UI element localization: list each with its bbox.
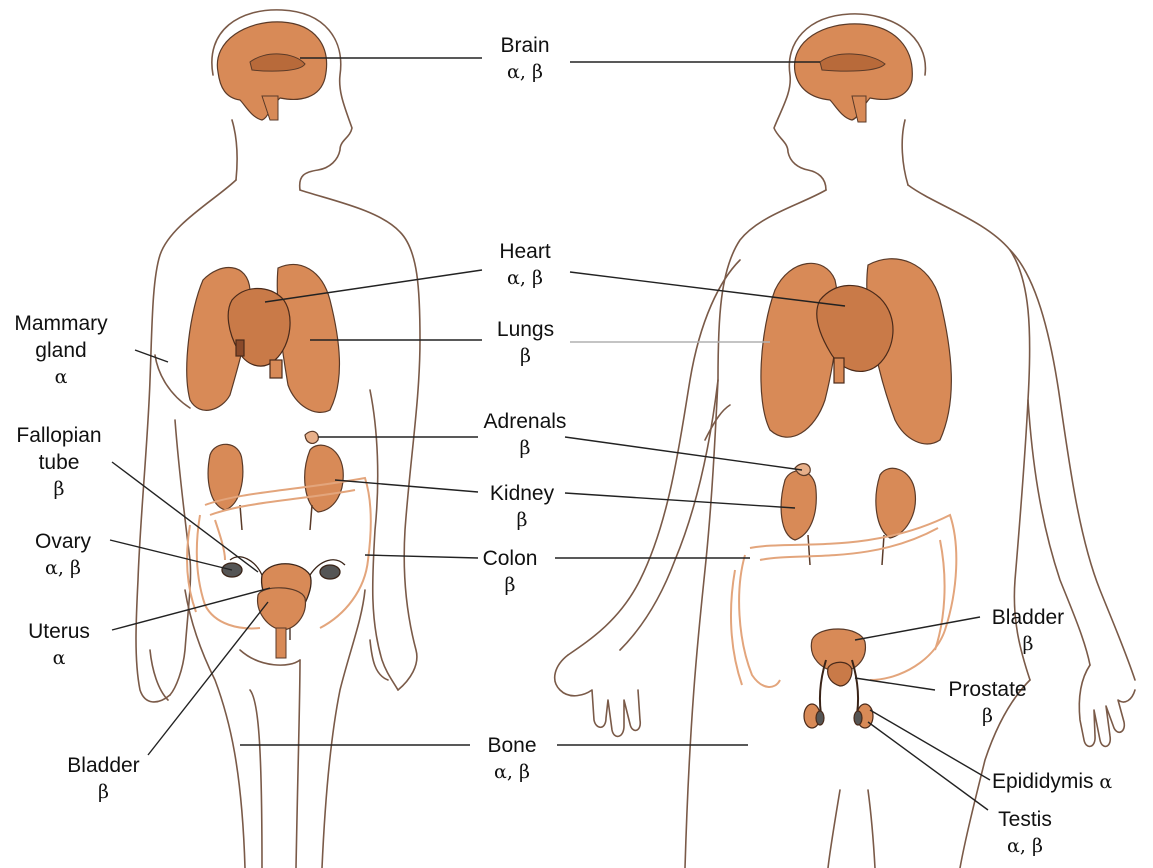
male-prostate — [820, 660, 858, 720]
label-bone-name: Bone — [472, 732, 552, 759]
label-brain: Brain α, β — [490, 32, 560, 86]
label-uterus: Uterus α — [14, 618, 104, 672]
label-kidney: Kidney β — [478, 480, 566, 534]
leader-prostate — [855, 678, 935, 690]
label-fallopian-line1: Fallopian — [4, 422, 114, 449]
label-colon-name: Colon — [470, 545, 550, 572]
label-bladder-male-name: Bladder — [978, 604, 1078, 631]
label-bladder-male-receptors: β — [978, 631, 1078, 658]
label-mammary-line2: gland — [6, 337, 116, 364]
label-bone: Bone α, β — [472, 732, 552, 786]
label-fallopian-receptors: β — [4, 476, 114, 503]
label-bladder-male: Bladder β — [978, 604, 1078, 658]
label-kidney-name: Kidney — [478, 480, 566, 507]
leader-bladder-f — [148, 602, 268, 755]
female-body-outline — [136, 10, 420, 868]
male-brain — [795, 24, 913, 122]
label-heart-receptors: α, β — [490, 265, 560, 292]
label-testis-name: Testis — [985, 806, 1065, 833]
male-testes — [804, 704, 873, 728]
label-lungs-name: Lungs — [488, 316, 563, 343]
label-uterus-name: Uterus — [14, 618, 104, 645]
label-prostate: Prostate β — [935, 676, 1040, 730]
label-brain-name: Brain — [490, 32, 560, 59]
female-kidneys — [208, 431, 343, 530]
label-prostate-receptors: β — [935, 703, 1040, 730]
label-adrenals-name: Adrenals — [470, 408, 580, 435]
leader-colon-left — [365, 555, 478, 558]
label-kidney-receptors: β — [478, 507, 566, 534]
label-epididymis-receptors: α — [1099, 771, 1112, 793]
leader-kidney-right — [565, 493, 795, 508]
label-testis-receptors: α, β — [985, 833, 1065, 860]
label-ovary-receptors: α, β — [18, 555, 108, 582]
female-brain — [217, 22, 326, 120]
male-kidneys — [781, 464, 915, 565]
label-colon-receptors: β — [470, 572, 550, 599]
label-mammary-gland: Mammary gland α — [6, 310, 116, 391]
label-ovary-name: Ovary — [18, 528, 108, 555]
label-bone-receptors: α, β — [472, 759, 552, 786]
female-bladder — [258, 588, 306, 658]
label-adrenals: Adrenals β — [470, 408, 580, 462]
label-ovary: Ovary α, β — [18, 528, 108, 582]
male-body-outline — [555, 14, 1135, 868]
label-uterus-receptors: α — [14, 645, 104, 672]
label-epididymis: Epididymis α — [992, 768, 1152, 796]
label-bladder-female: Bladder β — [56, 752, 151, 806]
leader-adrenals-right — [565, 437, 802, 470]
leader-ovary — [110, 540, 232, 570]
label-mammary-line1: Mammary — [6, 310, 116, 337]
label-mammary-receptors: α — [6, 364, 116, 391]
label-prostate-name: Prostate — [935, 676, 1040, 703]
leader-kidney-left — [335, 480, 478, 492]
label-testis: Testis α, β — [985, 806, 1065, 860]
label-fallopian-tube: Fallopian tube β — [4, 422, 114, 503]
leader-testis — [868, 722, 988, 810]
leader-bladder-m — [855, 617, 980, 640]
label-heart-name: Heart — [490, 238, 560, 265]
label-adrenals-receptors: β — [470, 435, 580, 462]
label-brain-receptors: α, β — [490, 59, 560, 86]
label-lungs-receptors: β — [488, 343, 563, 370]
label-epididymis-name: Epididymis — [992, 770, 1094, 793]
label-fallopian-line2: tube — [4, 449, 114, 476]
label-lungs: Lungs β — [488, 316, 563, 370]
label-heart: Heart α, β — [490, 238, 560, 292]
label-colon: Colon β — [470, 545, 550, 599]
label-bladder-female-name: Bladder — [56, 752, 151, 779]
label-bladder-female-receptors: β — [56, 779, 151, 806]
